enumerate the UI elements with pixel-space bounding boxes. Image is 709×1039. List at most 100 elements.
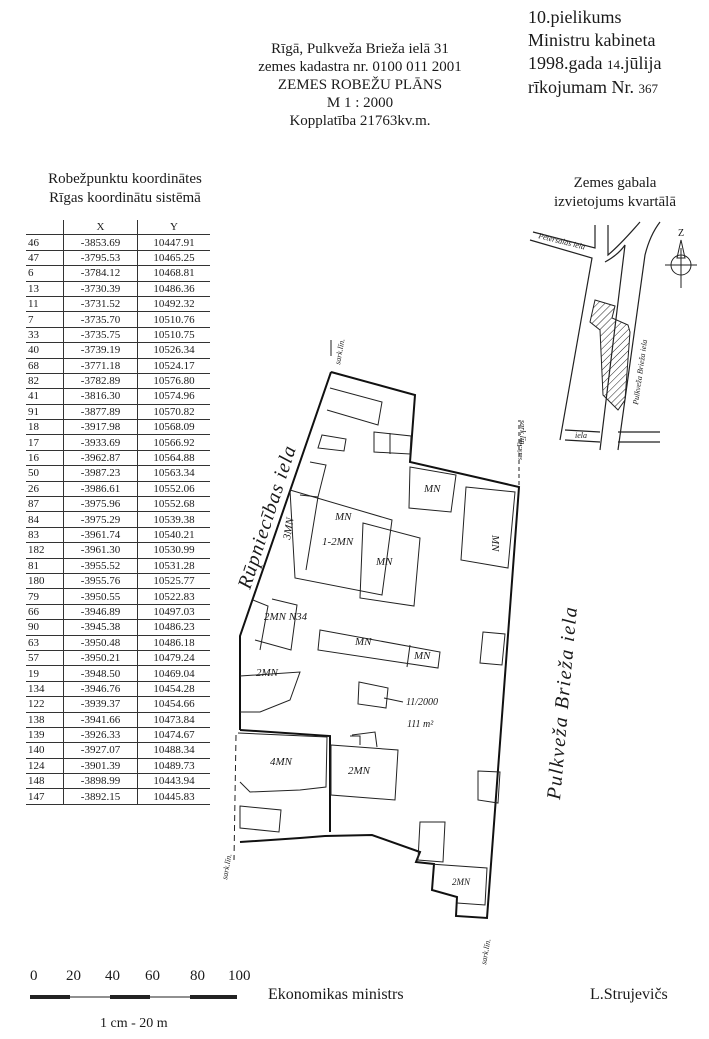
point-number: 140 [26, 742, 64, 759]
building-label: 1-2MN [322, 536, 354, 548]
title-area: Kopplatība 21763kv.m. [289, 113, 431, 129]
y-coordinate: 10443.94 [137, 773, 210, 790]
redline-label: sark.līn. [516, 437, 524, 460]
scale-ticks: 0 20 40 60 80 100 [0, 968, 270, 992]
annex-order-number: 367 [638, 81, 659, 96]
x-coordinate: -3739.19 [63, 342, 138, 359]
point-number: 11 [26, 296, 64, 313]
x-coordinate: -3955.76 [63, 573, 138, 590]
redline-label-left: sark.līn. [220, 853, 233, 880]
scale-tick: 20 [66, 968, 81, 984]
point-number: 124 [26, 758, 64, 775]
redline-label-top: sark.līn. [333, 338, 346, 365]
x-coordinate: -3926.33 [63, 727, 138, 744]
y-coordinate: 10479.24 [137, 650, 210, 667]
y-coordinate: 10539.38 [137, 511, 210, 528]
building-label: 2MN N34 [264, 611, 308, 623]
street-edge [607, 221, 641, 257]
y-coordinate: 10570.82 [137, 404, 210, 421]
x-coordinate: -3962.87 [63, 450, 138, 467]
y-coordinate: 10530.99 [137, 542, 210, 559]
document-title: Rīgā, Pulkveža Brieža ielā 31 zemes kada… [210, 40, 510, 130]
parcel-hatched [589, 299, 631, 411]
building-label: 2MN [452, 877, 471, 887]
annex-order-label: rīkojumam Nr. [528, 77, 634, 97]
redline-label-bottom: sark.līn. [479, 938, 492, 965]
scale-tick: 80 [190, 968, 205, 984]
x-coordinate: -3892.15 [63, 788, 138, 805]
x-coordinate: -3735.75 [63, 327, 138, 344]
y-coordinate: 10454.28 [137, 681, 210, 698]
building-label: MN [334, 511, 352, 523]
y-coordinate: 10497.03 [137, 604, 210, 621]
scale-caption: 1 cm - 20 m [100, 1016, 168, 1031]
x-coordinate: -3950.21 [63, 650, 138, 667]
x-coordinate: -3946.76 [63, 681, 138, 698]
coordinates-heading-1: Robežpunktu koordinātes [48, 171, 202, 187]
signatory-name: L.Strujevičs [590, 986, 668, 1003]
street-label-pulkveza-brieza: Pulkveža Brieža iela [543, 605, 582, 802]
street-label-rupniecibas: Rūpniecības iela [234, 442, 302, 592]
x-coordinate: -3784.12 [63, 265, 138, 282]
x-coordinate: -3955.52 [63, 558, 138, 574]
table-header: X Y [26, 220, 210, 236]
location-map: Pētersalas iela Pulkveža Brieža iela iel… [516, 221, 697, 460]
point-number: 147 [26, 788, 64, 805]
x-coordinate: -3917.98 [63, 419, 138, 436]
x-coordinate: -3975.96 [63, 496, 138, 513]
annex-year: 1998.gada [528, 53, 603, 73]
x-coordinate: -3950.48 [63, 635, 138, 651]
building-label: MN [354, 636, 372, 648]
y-coordinate: 10576.80 [137, 373, 210, 390]
annex-line4: rīkojumam Nr. 367 [528, 76, 661, 100]
point-number: 40 [26, 342, 64, 359]
x-coordinate: -3853.69 [63, 234, 138, 251]
point-number: 41 [26, 388, 64, 405]
y-coordinate: 10465.25 [137, 250, 210, 267]
x-coordinate: -3945.38 [63, 619, 138, 636]
y-coordinate: 10447.91 [137, 234, 210, 251]
col-number [26, 220, 64, 236]
point-number: 180 [26, 573, 64, 590]
redline-mark [233, 734, 237, 861]
y-coordinate: 10489.73 [137, 758, 210, 775]
point-number: 26 [26, 481, 64, 498]
scale-tick: 0 [30, 968, 38, 984]
x-coordinate: -3731.52 [63, 296, 138, 313]
building-label: 2MN [348, 765, 371, 777]
redline-label-right: sark.līn. [518, 420, 527, 446]
y-coordinate: 10474.67 [137, 727, 210, 744]
point-number: 82 [26, 373, 64, 390]
point-number: 139 [26, 727, 64, 744]
point-number: 47 [26, 250, 64, 267]
building-label: 4MN [270, 756, 293, 768]
point-number: 13 [26, 281, 64, 297]
point-number: 66 [26, 604, 64, 621]
x-coordinate: -3795.53 [63, 250, 138, 267]
street-edge [532, 225, 596, 249]
x-coordinate: -3771.18 [63, 358, 138, 374]
point-number: 33 [26, 327, 64, 344]
annex-line2: Ministru kabineta [528, 30, 656, 50]
street-edge [617, 221, 661, 451]
point-number: 63 [26, 635, 64, 651]
